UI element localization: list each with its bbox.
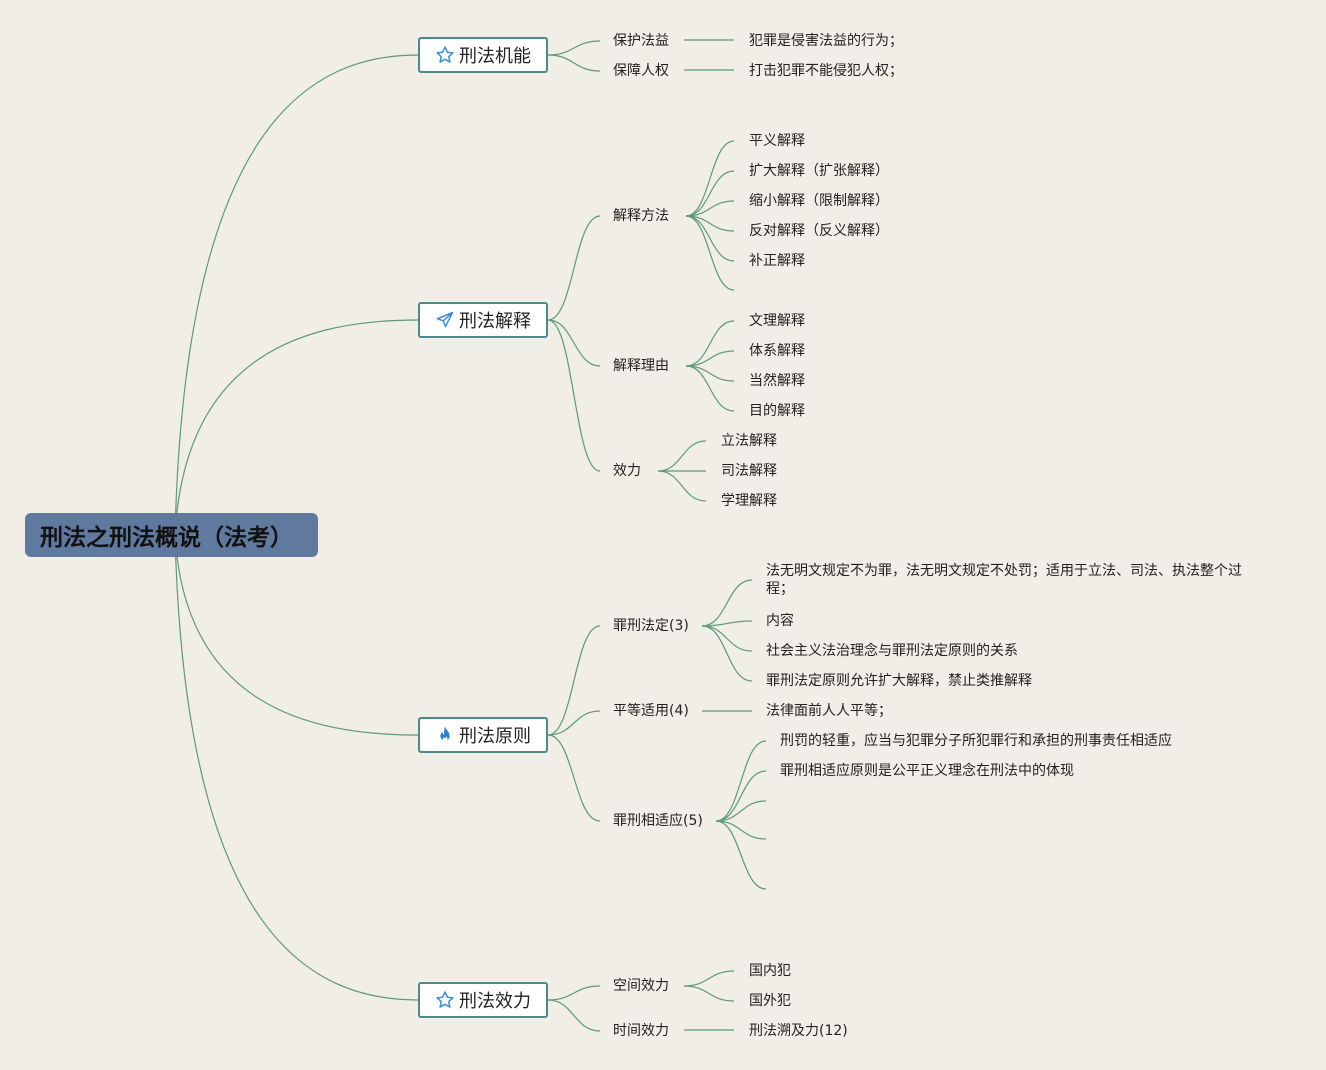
branch-label: 刑法解释 [459,311,531,332]
branch-criminal-law-function[interactable]: 刑法机能 [418,37,548,73]
connector [547,319,601,472]
connector [685,200,735,217]
root-connector [174,534,419,1001]
leaf-text[interactable]: 刑罚的轻重，应当与犯罪分子所犯罪行和承担的刑事责任相适应 [780,733,1172,749]
connector [715,740,767,822]
connector [547,985,601,1001]
topic-protect-human-rights[interactable]: 保障人权 [613,63,669,79]
branch-criminal-law-effect[interactable]: 刑法效力 [418,982,548,1018]
leaf-text[interactable]: 缩小解释（限制解释） [749,193,889,209]
leaf-text[interactable]: 当然解释 [749,373,805,389]
connector [547,319,601,367]
connector [547,734,601,822]
connector [701,625,753,652]
leaf-text[interactable]: 立法解释 [721,433,777,449]
root-connector [174,534,419,736]
topic-temporal-effect[interactable]: 时间效力 [613,1023,669,1039]
leaf-text[interactable]: 国内犯 [749,963,791,979]
leaf-text[interactable]: 刑法溯及力(12) [749,1023,848,1039]
topic-legality-principle[interactable]: 罪刑法定(3) [613,618,689,634]
leaf-text[interactable]: 平义解释 [749,133,805,149]
connector [683,970,735,987]
leaf-text[interactable]: 文理解释 [749,313,805,329]
connector [715,820,767,840]
topic-interpretation-reasons[interactable]: 解释理由 [613,358,669,374]
leaf-text[interactable]: 司法解释 [721,463,777,479]
star-icon [435,990,455,1010]
connector [715,800,767,822]
leaf-text[interactable]: 体系解释 [749,343,805,359]
connector [657,440,707,472]
leaf-text[interactable]: 社会主义法治理念与罪刑法定原则的关系 [766,643,1018,659]
star-icon [435,45,455,65]
leaf-text[interactable]: 打击犯罪不能侵犯人权； [749,63,903,79]
leaf-text[interactable]: 学理解释 [721,493,777,509]
branch-criminal-law-principles[interactable]: 刑法原则 [418,717,548,753]
connector [683,985,735,1002]
connector [715,770,767,822]
leaf-text[interactable]: 内容 [766,613,794,629]
leaf-text[interactable]: 犯罪是侵害法益的行为； [749,33,903,49]
topic-spatial-effect[interactable]: 空间效力 [613,978,669,994]
leaf-text[interactable]: 国外犯 [749,993,791,1009]
root-connector [174,319,419,536]
topic-proportionality[interactable]: 罪刑相适应(5) [613,813,703,829]
connector [701,579,753,627]
topic-equal-application[interactable]: 平等适用(4) [613,703,689,719]
connector [657,470,707,502]
leaf-text[interactable]: 扩大解释（扩张解释） [749,163,889,179]
topic-interpretation-methods[interactable]: 解释方法 [613,208,669,224]
connector [547,999,601,1032]
connector [685,350,735,367]
connector [701,625,753,682]
connector [715,820,767,890]
connector [547,215,601,321]
connector [547,625,601,736]
topic-effect[interactable]: 效力 [613,463,641,479]
branch-label: 刑法机能 [459,46,531,67]
leaf-text[interactable]: 法律面前人人平等； [766,703,892,719]
root-connector [174,54,419,536]
branch-label: 刑法效力 [459,991,531,1012]
connector [685,215,735,262]
leaf-text[interactable]: 目的解释 [749,403,805,419]
fire-icon [435,725,455,745]
paper-plane-icon [435,310,455,330]
leaf-text[interactable]: 补正解释 [749,253,805,269]
connector [547,710,601,736]
leaf-text[interactable]: 法无明文规定不为罪，法无明文规定不处罚；适用于立法、司法、执法整个过程； [766,563,1242,597]
topic-protect-legal-interests[interactable]: 保护法益 [613,33,669,49]
connector [685,215,735,291]
connector [547,40,601,56]
leaf-text[interactable]: 反对解释（反义解释） [749,223,889,239]
leaf-text[interactable]: 罪刑相适应原则是公平正义理念在刑法中的体现 [780,763,1074,779]
branch-criminal-law-interpretation[interactable]: 刑法解释 [418,302,548,338]
connector [685,320,735,367]
connector [685,170,735,217]
connector [685,365,735,412]
leaf-text[interactable]: 罪刑法定原则允许扩大解释，禁止类推解释 [766,673,1032,689]
root-topic[interactable]: 刑法之刑法概说（法考） [25,513,318,557]
connector [685,140,735,217]
connector [547,54,601,72]
connector [701,620,753,627]
branch-label: 刑法原则 [459,726,531,747]
